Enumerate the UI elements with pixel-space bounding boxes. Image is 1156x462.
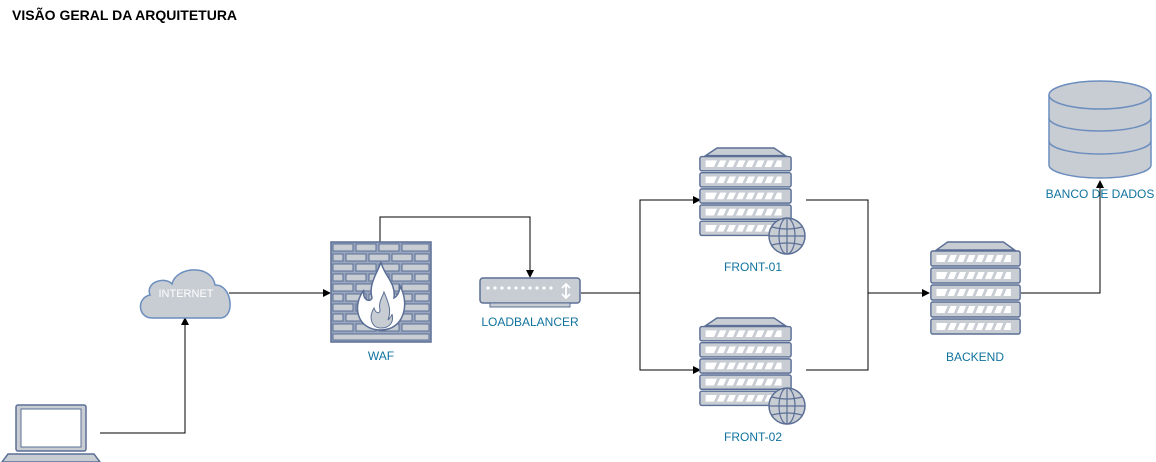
server-rack-icon[interactable] [929, 240, 1022, 336]
firewall-icon[interactable] [330, 241, 432, 343]
edge-laptop-internet [100, 317, 189, 434]
load-balancer-icon[interactable] [479, 277, 581, 308]
backend-label: BACKEND [946, 350, 1004, 364]
edge-backend-database [1021, 180, 1104, 294]
database-icon[interactable] [1048, 80, 1152, 179]
edge-lb-front02 [639, 293, 701, 374]
web-server-icon-front01[interactable] [698, 146, 806, 255]
internet-label: INTERNET [159, 288, 214, 300]
cloud-icon[interactable]: INTERNET [139, 269, 231, 319]
front01-label: FRONT-01 [724, 260, 782, 274]
front02-label: FRONT-02 [724, 430, 782, 444]
edge-front02-backend [806, 289, 930, 371]
edge-lb-front01 [581, 196, 701, 294]
web-server-icon-front02[interactable] [698, 316, 806, 425]
laptop-icon[interactable] [1, 404, 101, 462]
waf-label: WAF [368, 349, 394, 363]
loadbalancer-label: LOADBALANCER [481, 315, 579, 329]
database-label: BANCO DE DADOS [1046, 187, 1155, 201]
edge-waf-loadbalancer [379, 216, 534, 278]
diagram-title: VISÃO GERAL DA ARQUITETURA [12, 7, 238, 23]
edge-front01-backend [806, 199, 869, 293]
